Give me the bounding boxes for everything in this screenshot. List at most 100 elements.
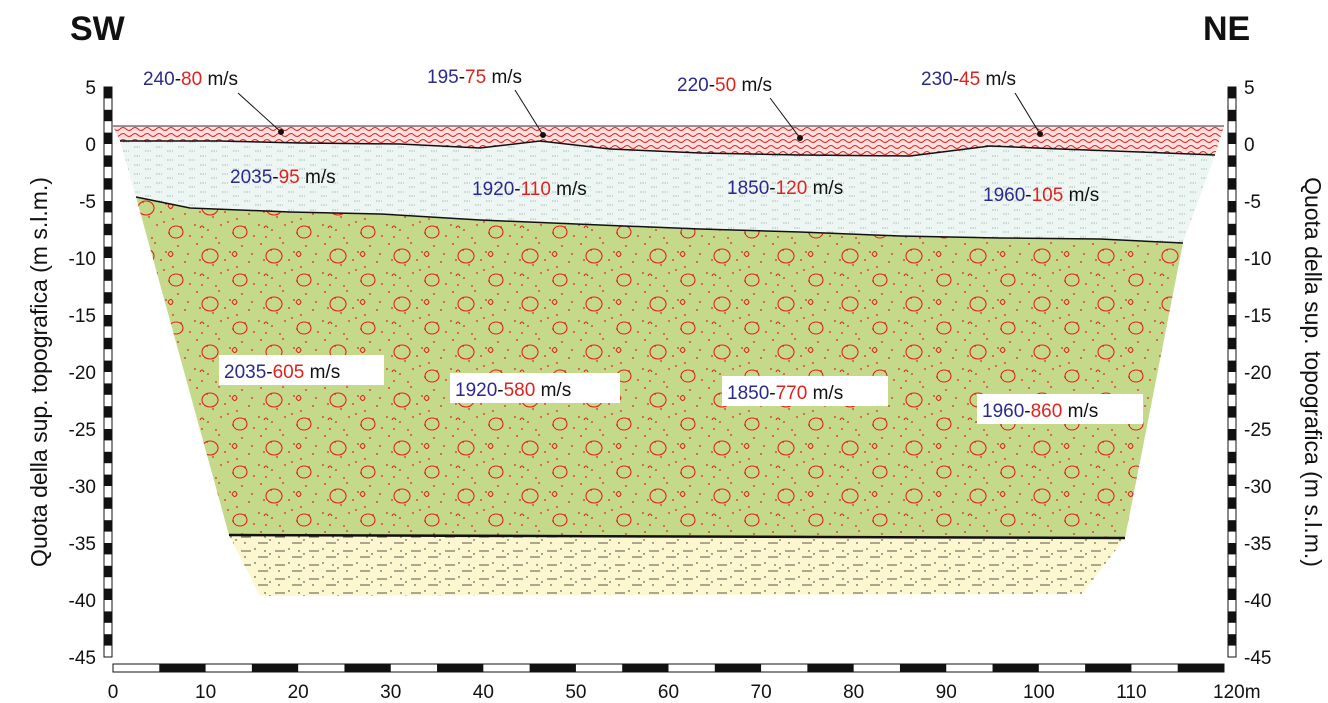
scale-segment [1228,543,1236,555]
y-tick-label-right: -45 [1244,648,1271,669]
scale-segment [104,246,112,258]
layer-bottom [229,535,1125,596]
scale-segment [104,87,112,99]
y-tick-label-left: -5 [79,192,96,213]
scale-segment [104,292,112,304]
scale-segment [104,201,112,213]
scale-segment [1228,474,1236,486]
velocity-labels: 240-80 m/s 195-75 m/s 220-50 m/s 230-45 … [143,67,1143,424]
x-tick-label: 100 [1023,682,1055,703]
x-tick-label: 110 [1116,682,1146,703]
direction-ne-label: NE [1203,10,1250,48]
y-tick-label-left: -45 [69,648,96,669]
velocity-third-4: 1960-860 m/s [982,401,1098,422]
scale-segment [1177,664,1224,672]
scale-segment [622,664,669,672]
scale-segment [1228,451,1236,464]
x-tick-label: 50 [565,682,586,703]
y-tick-label-right: -25 [1244,420,1271,441]
y-axis-label-left: Quota della sup. topografica (m s.l.m.) [26,177,52,567]
y-tick-label-left: -20 [69,363,96,384]
x-tick-label: 120m [1213,682,1261,703]
scale-segment [1228,634,1236,646]
scale-segment [104,132,112,144]
boundary-bottom [228,533,1126,540]
y-axis-label-right: Quota della sup. topografica (m s.l.m.) [1300,177,1326,567]
scale-segment [1228,223,1236,236]
velocity-surface-1: 240-80 m/s [143,69,238,90]
y-tick-label-right: -15 [1244,306,1271,327]
y-ticks-right: 50-5-10-15-20-25-30-35-40-45 [1244,78,1271,669]
velocity-surface-3: 220-50 m/s [677,75,772,96]
scale-segment [1228,429,1236,441]
scale-segment [437,664,484,672]
scale-segment [104,451,112,464]
scale-segment [1228,406,1236,418]
boundary-second [135,196,1184,244]
scale-segment [104,178,112,190]
y-tick-label-left: -40 [69,591,96,612]
y-tick-label-right: 5 [1244,78,1255,99]
y-tick-label-left: -25 [69,420,96,441]
velocity-third-2: 1920-580 m/s [455,380,571,401]
layers [113,125,1224,596]
scale-segment [1228,337,1236,350]
scale-segment [1228,611,1236,623]
scale-segment [529,664,576,672]
scale-segment [104,360,112,372]
velocity-third-1: 2035-605 m/s [224,362,340,383]
y-tick-label-right: -5 [1244,192,1261,213]
y-tick-label-right: -40 [1244,591,1271,612]
scale-segment [992,664,1039,672]
scale-segment [104,383,112,395]
direction-sw-label: SW [70,10,126,48]
scale-segment [104,223,112,236]
velocity-surface-4: 230-45 m/s [921,69,1016,90]
scale-segment [104,337,112,350]
x-tick-label: 0 [108,682,119,703]
x-tick-label: 20 [288,682,309,703]
leader-lines [237,89,1043,141]
scale-segment [104,109,112,122]
layer-third [136,197,1183,538]
y-tick-label-right: -35 [1244,534,1271,555]
scale-segment [1228,178,1236,190]
scale-segment [104,315,112,327]
boundary-surface [120,140,1216,157]
scale-segment [344,664,391,672]
velocity-second-4: 1960-105 m/s [983,185,1099,206]
scale-segment [104,543,112,555]
layer-second [120,141,1215,243]
scale-segment [104,611,112,623]
x-tick-label: 70 [751,682,772,703]
scale-segment [714,664,762,672]
y-tick-label-left: -35 [69,534,96,555]
scale-segment [1228,132,1236,144]
y-tick-label-left: -15 [69,306,96,327]
scale-segment [1228,520,1236,532]
scale-segment [251,664,299,672]
scale-segment [104,429,112,441]
scale-segment [1228,315,1236,327]
velocity-third-3: 1850-770 m/s [727,383,843,404]
scale-segment [1085,664,1132,672]
velocity-surface-2: 195-75 m/s [427,67,522,88]
scale-segment [1228,109,1236,122]
y-ticks-left: 50-5-10-15-20-25-30-35-40-45 [69,78,96,669]
y-tick-label-right: -10 [1244,249,1271,270]
scale-segment [807,664,854,672]
scale-segment [1228,246,1236,258]
scale-segment [1228,565,1236,578]
scale-segment [1228,360,1236,372]
scale-segment [104,565,112,578]
x-tick-label: 60 [658,682,679,703]
y-tick-label-right: -20 [1244,363,1271,384]
scale-segment [104,155,112,167]
y-tick-label-left: -10 [69,249,96,270]
scale-segment [104,474,112,486]
y-tick-label-right: 0 [1244,135,1255,156]
x-tick-label: 40 [473,682,494,703]
scale-segment [899,664,947,672]
